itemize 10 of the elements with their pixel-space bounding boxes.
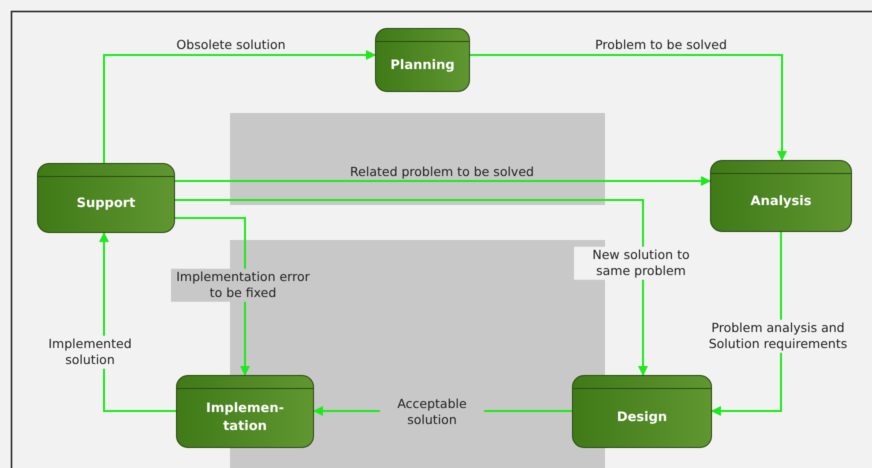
arrow: [175, 199, 648, 376]
process-box: Implemen- tation: [176, 375, 314, 448]
process-box: Design: [572, 375, 712, 448]
process-box: Planning: [375, 28, 470, 92]
arrow: [175, 176, 711, 186]
process-box: Analysis: [710, 160, 852, 232]
edge-label: Related problem to be solved: [348, 164, 536, 180]
arrow: [103, 50, 376, 163]
arrow: [470, 54, 787, 161]
process-box: Support: [37, 163, 175, 233]
